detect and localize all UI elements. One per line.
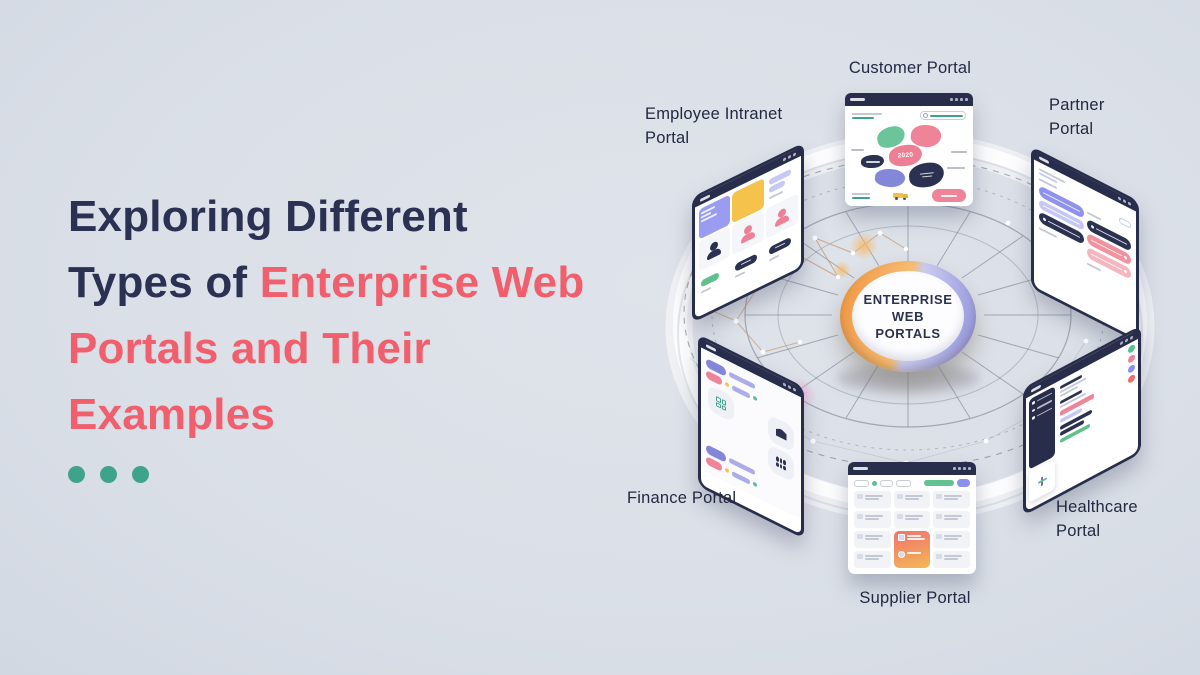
avatar [774,205,790,228]
hub-shadow [836,364,980,392]
orange-glow [850,232,878,260]
status-dot [872,480,877,486]
window-titlebar [845,93,973,106]
list-card [854,491,891,508]
hero-section: Exploring Different Types of Enterprise … [68,184,708,483]
text-lines [947,167,965,169]
title-line-4: Examples [68,390,276,439]
status-dot [725,381,729,388]
chart-blobs: 2020 [851,122,967,189]
page-title: Exploring Different Types of Enterprise … [68,184,708,448]
navy-blob [907,161,946,189]
avatar [706,238,722,261]
text-lines [951,151,967,153]
filter-pill [880,479,893,487]
accent-dot [132,466,149,483]
year-badge: 2020 [897,151,914,160]
truck-icon [893,191,909,200]
list-card [854,551,891,568]
title-line-2-prefix: Types of [68,258,260,307]
card-grid [848,489,976,574]
title-line-3: Portals and Their [68,324,431,373]
title-accent-dots [68,466,149,483]
list-card [854,511,891,528]
label-customer-portal: Customer Portal [848,59,972,77]
text-lines [852,111,882,121]
primary-pill [924,480,954,486]
window-controls-icon [950,98,968,101]
year-blob: 2020 [888,143,923,168]
toolbar [845,106,973,121]
window-controls-icon [953,467,971,470]
list-card [933,531,970,548]
label-finance-portal: Finance Portal [627,489,737,507]
toolbar [848,475,976,489]
center-hub: ENTERPRISE WEB PORTALS [840,261,976,372]
purple-blob [874,167,906,189]
status-dot [753,395,757,402]
app-logo [853,467,868,470]
list-card [893,491,931,508]
title-line-2-accent: Enterprise Web [259,258,585,307]
status-dot [725,467,729,474]
action-pill [957,479,970,487]
list-card [854,531,891,548]
highlighted-card [893,531,931,568]
customer-portal-window: 2020 [845,93,973,206]
filter-pill [896,479,911,487]
window-titlebar [848,462,976,475]
list-card [933,491,970,508]
label-employee-intranet-portal: Employee Intranet Portal [645,105,783,147]
cta-button [932,189,966,202]
list-card [933,511,970,528]
sidebar-nav [1029,385,1055,470]
label-partner-portal: Partner Portal [1049,96,1105,138]
avatar [740,221,756,244]
center-hub-label: ENTERPRISE WEB PORTALS [852,271,964,361]
filter-pill [854,479,869,487]
search-bar-icon [920,111,966,120]
app-logo [850,98,865,101]
accent-dot [68,466,85,483]
status-badges [1128,343,1135,385]
navy-blob [861,155,884,168]
label-supplier-portal: Supplier Portal [859,589,971,607]
accent-dot [100,466,117,483]
text-lines [852,191,870,201]
list-card [933,551,970,568]
title-line-1: Exploring Different [68,192,468,241]
medical-cross-icon [1038,474,1047,488]
label-healthcare-portal: Healthcare Portal [1056,498,1138,540]
supplier-portal-window [848,462,976,574]
list-card [893,511,931,528]
footer-row [845,187,973,202]
text-lines [851,149,864,151]
